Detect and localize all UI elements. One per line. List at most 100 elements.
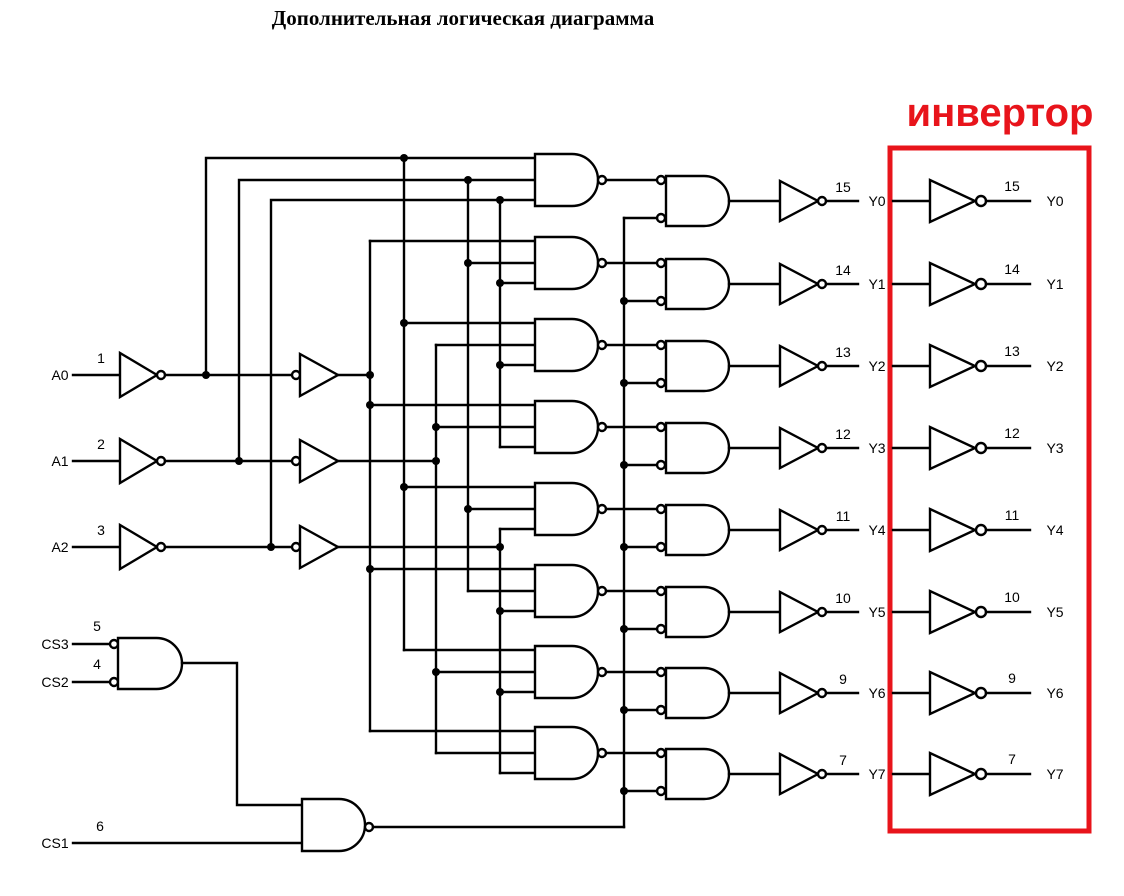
output-pin-number: 14 xyxy=(835,262,851,278)
inverter-highlight-box xyxy=(887,145,1092,834)
junction-dot xyxy=(366,401,374,409)
decoder-nand-gate xyxy=(533,563,600,619)
inversion-bubble xyxy=(655,666,667,678)
inversion-bubble xyxy=(974,686,988,700)
output-inverter-gate xyxy=(778,508,821,552)
highlighted-inverter-gate xyxy=(928,343,978,389)
output-inverter-gate xyxy=(778,262,821,306)
inversion-bubble xyxy=(974,441,988,455)
input-inverter-gate xyxy=(118,436,160,486)
input-label: A2 xyxy=(51,539,68,555)
output-label: Y0 xyxy=(868,193,885,209)
highlighted-inverter-gate xyxy=(928,507,978,553)
highlighted-output-label: Y6 xyxy=(1046,685,1063,701)
output-and-gate xyxy=(664,585,731,639)
inverter-annotation-label: инвертор xyxy=(907,91,1094,135)
inversion-bubble xyxy=(974,194,988,208)
buffer-gate xyxy=(298,523,341,571)
input-inverter-gate xyxy=(118,522,160,572)
inversion-bubble xyxy=(655,585,667,597)
decoder-nand-gate xyxy=(533,399,600,455)
output-inverter-gate xyxy=(778,344,821,388)
highlighted-pin-number: 13 xyxy=(1004,343,1020,359)
inversion-bubble xyxy=(974,359,988,373)
highlighted-inverter-gate xyxy=(928,425,978,471)
enable-label: CS3 xyxy=(41,636,68,652)
buffer-gate xyxy=(298,351,341,399)
highlighted-pin-number: 12 xyxy=(1004,425,1020,441)
output-label: Y1 xyxy=(868,276,885,292)
input-label: A1 xyxy=(51,453,68,469)
output-pin-number: 15 xyxy=(835,179,851,195)
chip-select-and-gate xyxy=(116,636,184,691)
inversion-bubble xyxy=(655,747,667,759)
junction-dot xyxy=(432,457,440,465)
decoder-nand-gate xyxy=(533,152,600,208)
decoder-nand-gate xyxy=(533,725,600,781)
pin-number: 2 xyxy=(97,436,105,452)
input-label: A0 xyxy=(51,367,68,383)
enable-nand-gate xyxy=(300,797,367,853)
inversion-bubble xyxy=(974,605,988,619)
junction-dot xyxy=(400,483,408,491)
output-label: Y7 xyxy=(868,766,885,782)
highlighted-output-label: Y3 xyxy=(1046,440,1063,456)
output-pin-number: 13 xyxy=(835,344,851,360)
junction-dot xyxy=(496,543,504,551)
inversion-bubble xyxy=(974,277,988,291)
output-inverter-gate xyxy=(778,590,821,634)
highlighted-inverter-gate xyxy=(928,751,978,797)
junction-dot xyxy=(496,279,504,287)
decoder-nand-gate xyxy=(533,644,600,700)
output-pin-number: 12 xyxy=(835,426,851,442)
highlighted-pin-number: 10 xyxy=(1004,589,1020,605)
decoder-nand-gate xyxy=(533,481,600,537)
junction-dot xyxy=(496,607,504,615)
junction-dot xyxy=(366,371,374,379)
buffer-gate xyxy=(298,437,341,485)
highlighted-inverter-gate xyxy=(928,261,978,307)
junction-dot xyxy=(496,688,504,696)
output-label: Y2 xyxy=(868,358,885,374)
output-label: Y6 xyxy=(868,685,885,701)
output-and-gate xyxy=(664,339,731,393)
junction-dot xyxy=(464,505,472,513)
junction-dot xyxy=(496,361,504,369)
highlighted-pin-number: 9 xyxy=(1008,670,1016,686)
highlighted-output-label: Y5 xyxy=(1046,604,1063,620)
junction-dot xyxy=(400,319,408,327)
highlighted-output-label: Y0 xyxy=(1046,193,1063,209)
output-label: Y4 xyxy=(868,522,885,538)
highlighted-pin-number: 11 xyxy=(1005,507,1020,523)
inversion-bubble xyxy=(655,503,667,515)
output-and-gate xyxy=(664,421,731,475)
wire xyxy=(237,178,537,463)
junction-dot xyxy=(432,423,440,431)
inversion-bubble xyxy=(655,339,667,351)
output-pin-number: 7 xyxy=(839,752,847,768)
enable-label: CS2 xyxy=(41,674,68,690)
highlighted-pin-number: 7 xyxy=(1008,751,1016,767)
output-label: Y5 xyxy=(868,604,885,620)
inversion-bubble xyxy=(974,767,988,781)
input-inverter-gate xyxy=(118,350,160,400)
junction-dot xyxy=(202,371,210,379)
highlighted-inverter-gate xyxy=(928,589,978,635)
output-and-gate xyxy=(664,747,731,801)
pin-number: 5 xyxy=(93,618,101,634)
junction-dot xyxy=(267,543,275,551)
output-inverter-gate xyxy=(778,752,821,796)
enable-label: CS1 xyxy=(41,835,68,851)
wire xyxy=(269,198,537,549)
pin-number: 1 xyxy=(97,350,105,366)
output-pin-number: 11 xyxy=(836,508,851,524)
highlighted-inverter-gate xyxy=(928,670,978,716)
pin-number: 4 xyxy=(93,656,101,672)
output-label: Y3 xyxy=(868,440,885,456)
junction-dot xyxy=(464,259,472,267)
output-and-gate xyxy=(664,257,731,311)
highlighted-inverter-gate xyxy=(928,178,978,224)
decoder-nand-gate xyxy=(533,235,600,291)
highlighted-output-label: Y4 xyxy=(1046,522,1063,538)
